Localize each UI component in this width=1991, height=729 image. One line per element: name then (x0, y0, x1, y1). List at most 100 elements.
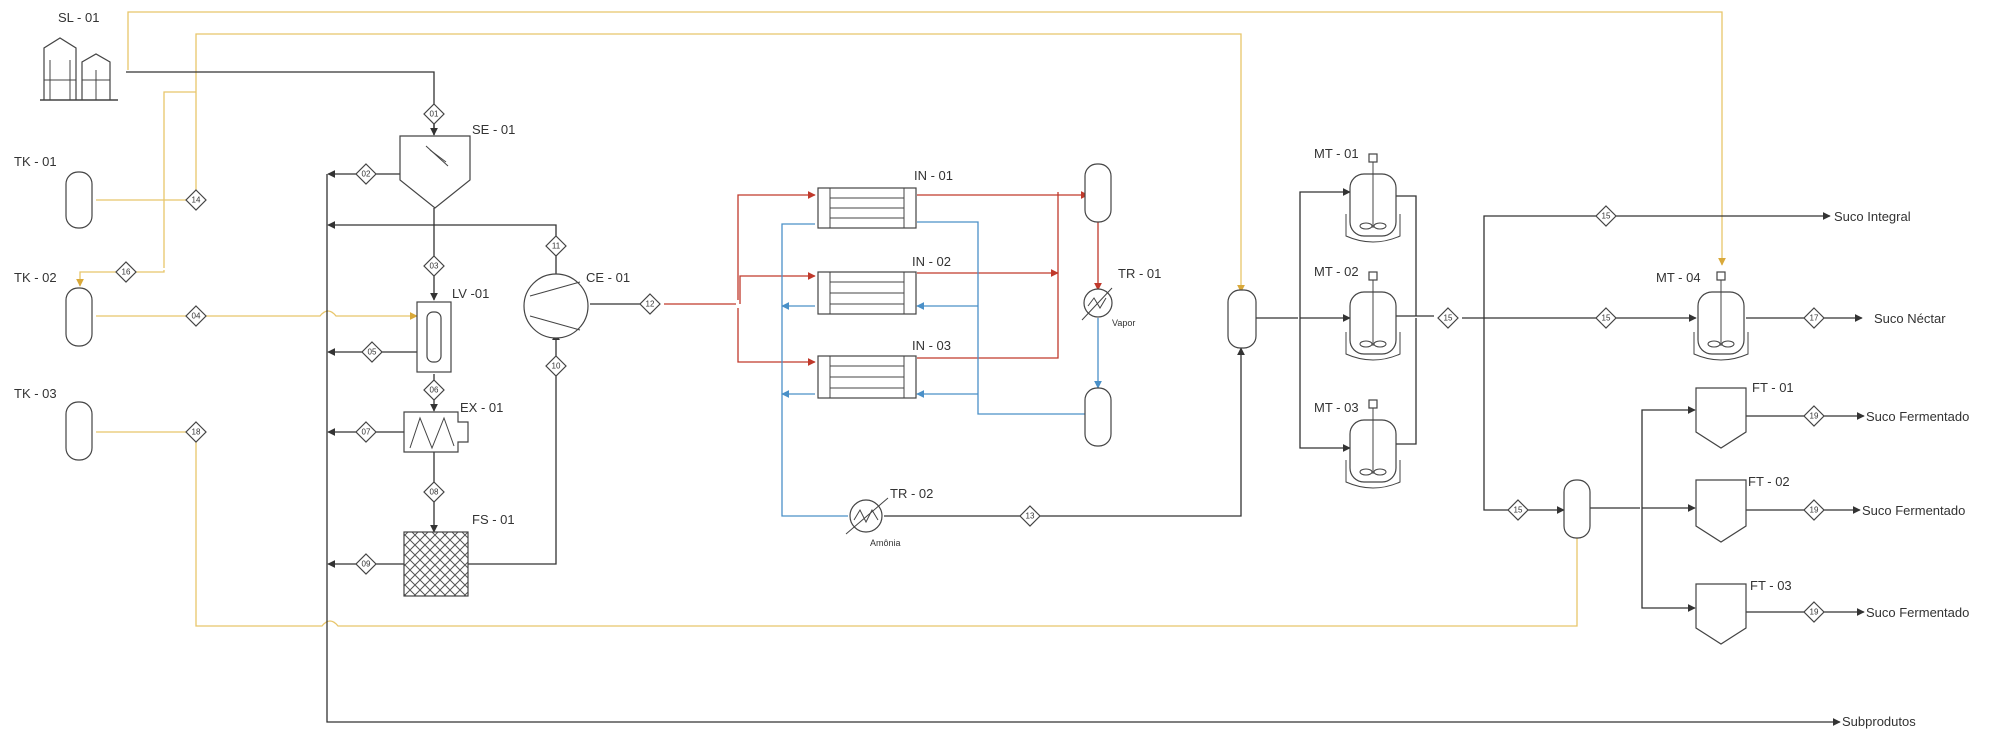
label-ft03: FT - 03 (1750, 578, 1792, 593)
stream-tag-15[interactable]: 15 (1437, 307, 1459, 329)
mixer-mt02[interactable] (1345, 271, 1401, 361)
mixer-mt04[interactable] (1693, 271, 1749, 361)
label-ft02: FT - 02 (1748, 474, 1790, 489)
heat-exchanger-in01[interactable] (817, 187, 917, 229)
svg-text:19: 19 (1810, 506, 1819, 515)
stream-tag-19a[interactable]: 19 (1803, 405, 1825, 427)
filter-fs01[interactable] (403, 531, 469, 597)
line-to-mt01 (1299, 188, 1351, 318)
tank-tk03[interactable] (65, 401, 93, 461)
stream-tag-17[interactable]: 17 (1803, 307, 1825, 329)
tank-tk01[interactable] (65, 171, 93, 229)
stream-tag-04[interactable]: 04 (185, 305, 207, 327)
stream-tag-11[interactable]: 11 (545, 235, 567, 257)
line-stream14-tank (195, 33, 1245, 293)
fermenter-feed-vessel[interactable] (1563, 479, 1591, 539)
label-in01: IN - 01 (914, 168, 953, 183)
svg-text:16: 16 (122, 268, 131, 277)
stream-tag-02[interactable]: 02 (355, 163, 377, 185)
label-tk03: TK - 03 (14, 386, 57, 401)
separator-se01[interactable] (399, 135, 471, 209)
label-ex01: EX - 01 (460, 400, 503, 415)
stream-tag-10[interactable]: 10 (545, 355, 567, 377)
stream-tag-08[interactable]: 08 (423, 481, 445, 503)
product-suco-fermentado-3: Suco Fermentado (1866, 605, 1969, 620)
stream-tag-19c[interactable]: 19 (1803, 601, 1825, 623)
stream-tag-15b[interactable]: 15 (1595, 307, 1617, 329)
washer-lv01[interactable] (416, 301, 452, 373)
line-stream18 (96, 431, 1578, 627)
extractor-ex01[interactable] (403, 411, 469, 453)
product-subprodutos: Subprodutos (1842, 714, 1916, 729)
line-red-out03 (917, 192, 1059, 359)
svg-text:19: 19 (1810, 608, 1819, 617)
label-mt04: MT - 04 (1656, 270, 1701, 285)
tank-tk02[interactable] (65, 287, 93, 347)
stream-tag-07[interactable]: 07 (355, 421, 377, 443)
label-se01: SE - 01 (472, 122, 515, 137)
centrifuge-ce01[interactable] (523, 273, 589, 339)
line-stream10 (468, 332, 560, 565)
svg-text:01: 01 (430, 110, 439, 119)
stream-tag-19b[interactable]: 19 (1803, 499, 1825, 521)
stream-tag-13[interactable]: 13 (1019, 505, 1041, 527)
line-stream11 (327, 221, 557, 281)
line-stream16-up (163, 91, 196, 268)
svg-text:13: 13 (1026, 512, 1035, 521)
svg-text:04: 04 (192, 312, 201, 321)
svg-text:12: 12 (646, 300, 655, 309)
product-suco-integral: Suco Integral (1834, 209, 1911, 224)
fermenter-ft03[interactable] (1695, 583, 1747, 645)
label-vapor: Vapor (1112, 318, 1135, 328)
stream-tag-03[interactable]: 03 (423, 255, 445, 277)
line-stream15a (1483, 212, 1831, 318)
fermenter-ft01[interactable] (1695, 387, 1747, 449)
label-in02: IN - 02 (912, 254, 951, 269)
mixer-mt03[interactable] (1345, 399, 1401, 489)
svg-text:08: 08 (430, 488, 439, 497)
stream-tag-09[interactable]: 09 (355, 553, 377, 575)
label-tk02: TK - 02 (14, 270, 57, 285)
stream-tag-06[interactable]: 06 (423, 379, 445, 401)
line-stream13 (884, 347, 1245, 517)
mixer-mt01[interactable] (1345, 153, 1401, 243)
line-sl01-se01 (126, 71, 438, 136)
heat-exchanger-in02[interactable] (817, 271, 917, 315)
line-stream04 (96, 310, 418, 320)
svg-text:06: 06 (430, 386, 439, 395)
line-to-ft01 (1641, 406, 1696, 508)
svg-text:15: 15 (1444, 314, 1453, 323)
svg-text:11: 11 (552, 242, 561, 251)
vessel-hot[interactable] (1084, 163, 1112, 223)
collector-vessel[interactable] (1227, 289, 1257, 349)
svg-text:14: 14 (192, 196, 201, 205)
vessel-cold[interactable] (1084, 387, 1112, 447)
label-mt01: MT - 01 (1314, 146, 1359, 161)
svg-text:15: 15 (1514, 506, 1523, 515)
label-mt02: MT - 02 (1314, 264, 1359, 279)
line-to-ft03 (1641, 508, 1696, 612)
stream-tag-14[interactable]: 14 (185, 189, 207, 211)
label-amonia: Amônia (870, 538, 901, 548)
stream-tag-12[interactable]: 12 (639, 293, 661, 315)
fermenter-ft02[interactable] (1695, 479, 1747, 543)
stream-tag-05[interactable]: 05 (361, 341, 383, 363)
stream-tag-15a[interactable]: 15 (1595, 205, 1617, 227)
heat-exchanger-tr02-icon[interactable] (845, 497, 889, 535)
silo-icon[interactable] (40, 37, 118, 101)
svg-text:18: 18 (192, 428, 201, 437)
label-tr02: TR - 02 (890, 486, 933, 501)
heat-exchanger-in03[interactable] (817, 355, 917, 399)
line-from-mt03 (1396, 318, 1417, 445)
svg-text:15: 15 (1602, 212, 1611, 221)
line-subprodutos (326, 174, 1841, 726)
stream-tag-16[interactable]: 16 (115, 261, 137, 283)
stream-tag-18[interactable]: 18 (185, 421, 207, 443)
heat-exchanger-tr01-icon[interactable] (1081, 287, 1113, 321)
label-tr01: TR - 01 (1118, 266, 1161, 281)
label-in03: IN - 03 (912, 338, 951, 353)
stream-tag-15c[interactable]: 15 (1507, 499, 1529, 521)
stream-tag-01[interactable]: 01 (423, 103, 445, 125)
line-stream15c (1483, 318, 1565, 514)
